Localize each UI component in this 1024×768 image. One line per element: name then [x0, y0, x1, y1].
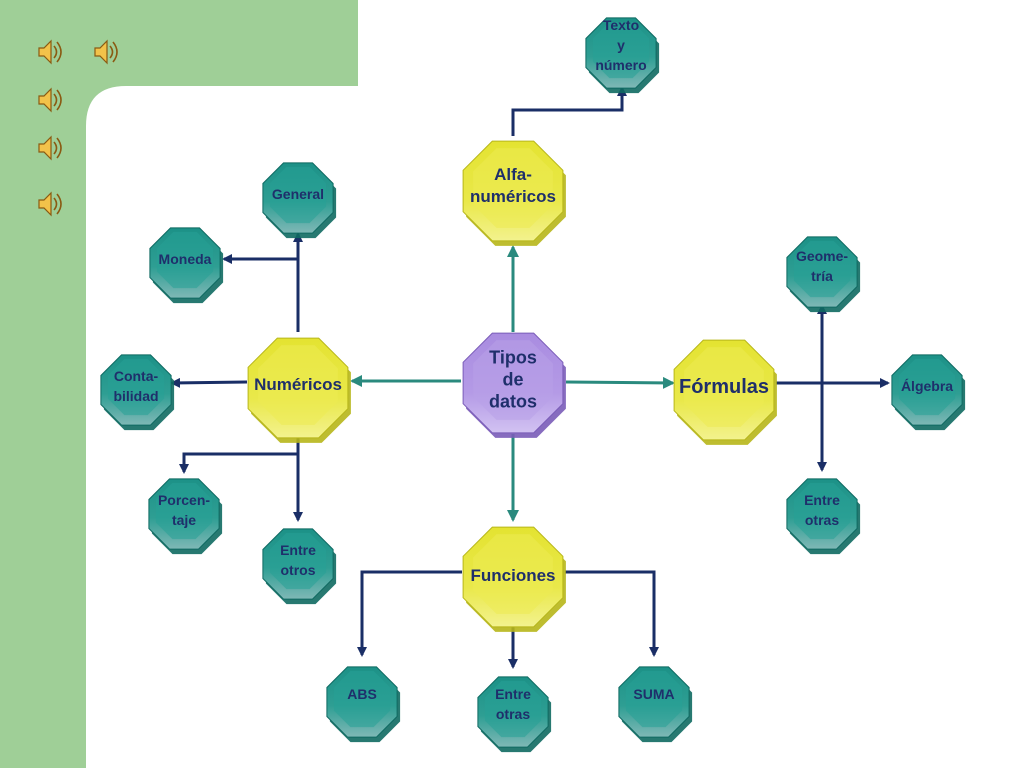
node-label: Geome-	[796, 248, 848, 264]
node-general: General	[262, 162, 337, 239]
node-highlight	[155, 482, 213, 540]
node-moneda: Moneda	[149, 227, 224, 304]
node-porcentaje: Porcen-taje	[148, 478, 223, 555]
node-highlight	[333, 670, 391, 728]
node-highlight	[269, 532, 327, 590]
speaker-icon[interactable]	[38, 39, 62, 65]
node-label: Álgebra	[901, 378, 953, 394]
node-label: Entre	[495, 686, 531, 702]
arrow-funciones-to-abs	[357, 570, 462, 657]
node-label: Entre	[804, 492, 840, 508]
node-label: Tipos	[489, 347, 537, 367]
node-label: Fórmulas	[679, 376, 769, 398]
node-highlight	[473, 148, 553, 228]
node-label: Moneda	[159, 251, 212, 267]
arrow-numericos-to-contabilidad	[170, 377, 248, 388]
node-label: tría	[811, 268, 833, 284]
node-numericos: Numéricos	[247, 337, 351, 443]
arrow-center-to-formulas	[565, 376, 675, 389]
node-label: otros	[281, 562, 316, 578]
node-highlight	[898, 358, 956, 416]
node-highlight	[484, 680, 542, 738]
node-abs: ABS	[326, 666, 401, 743]
node-label: Entre	[280, 542, 316, 558]
node-label: taje	[172, 512, 196, 528]
speaker-icon[interactable]	[38, 87, 62, 113]
speaker-icon[interactable]	[38, 135, 62, 161]
node-highlight	[107, 358, 165, 416]
arrow-alfanumericos-to-texto	[511, 86, 627, 136]
node-label: y	[617, 37, 625, 53]
node-entre-otros: Entre otros	[262, 528, 337, 605]
node-label: Texto	[603, 17, 639, 33]
node-highlight	[258, 345, 338, 425]
node-label: número	[595, 57, 646, 73]
node-alfanumericos: Alfa-numéricos	[462, 140, 566, 246]
speaker-icons	[38, 39, 118, 217]
node-label: de	[502, 369, 523, 389]
speaker-icon[interactable]	[38, 191, 62, 217]
connectors	[170, 86, 890, 669]
node-label: Funciones	[470, 566, 555, 585]
node-contabilidad: Conta-bilidad	[100, 354, 175, 431]
node-highlight	[592, 21, 650, 79]
node-label: Conta-	[114, 368, 159, 384]
node-entre-otras-funciones: Entre otras	[477, 676, 552, 753]
node-label: otras	[805, 512, 839, 528]
node-highlight	[156, 231, 214, 289]
sidebar-background	[0, 0, 358, 768]
node-highlight	[793, 482, 851, 540]
node-label: Numéricos	[254, 375, 342, 394]
node-algebra: Álgebra	[891, 354, 966, 431]
node-highlight	[473, 340, 553, 420]
node-label: Alfa-	[494, 165, 532, 184]
node-highlight	[625, 670, 683, 728]
node-label: otras	[496, 706, 530, 722]
node-highlight	[684, 347, 764, 427]
node-label: SUMA	[633, 686, 674, 702]
node-label: datos	[489, 391, 537, 411]
speaker-icon[interactable]	[94, 39, 118, 65]
node-funciones: Funciones	[462, 526, 566, 632]
node-texto-numero: Texto y número	[585, 17, 660, 94]
node-label: ABS	[347, 686, 377, 702]
node-label: bilidad	[113, 388, 158, 404]
arrow-funciones-to-suma	[565, 570, 659, 657]
node-highlight	[473, 534, 553, 614]
node-label: numéricos	[470, 187, 556, 206]
node-suma: SUMA	[618, 666, 693, 743]
node-highlight	[269, 166, 327, 224]
node-label: Porcen-	[158, 492, 210, 508]
node-geometria: Geome-tría	[786, 236, 861, 313]
node-formulas: Fórmulas	[673, 339, 777, 445]
node-highlight	[793, 240, 851, 298]
node-entre-otras-formulas: Entre otras	[786, 478, 861, 555]
node-label: General	[272, 186, 324, 202]
